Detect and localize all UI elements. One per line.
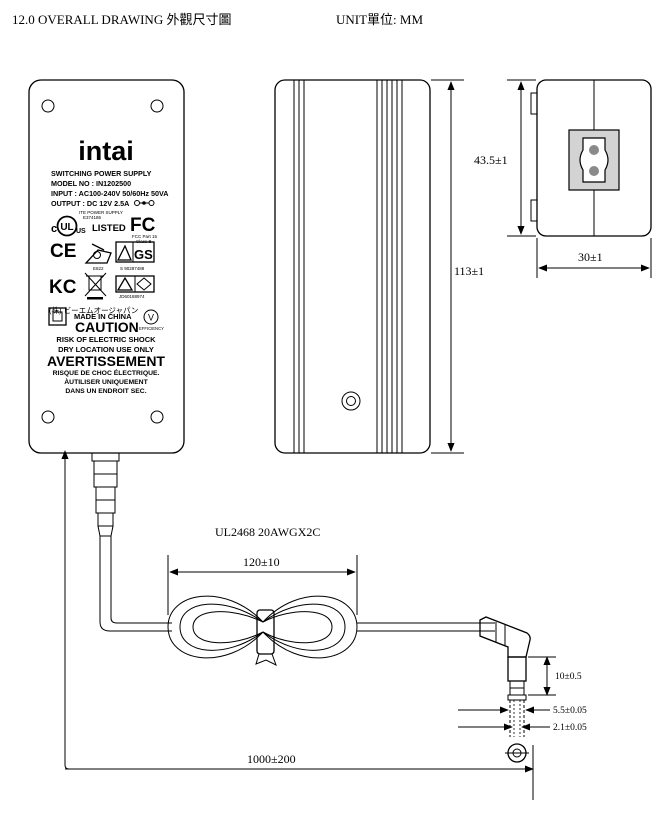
caution-heading: CAUTION <box>75 319 139 335</box>
coil-dim: 120±10 <box>243 555 280 569</box>
efficiency-label: EFFICIENCY <box>139 326 164 331</box>
efficiency-icon: V <box>143 309 159 325</box>
risk-text-1: RISK OF ELECTRIC SHOCK <box>56 335 156 344</box>
plug-od-dim: 5.5±0.05 <box>553 706 587 716</box>
cable-coil <box>167 595 358 667</box>
kc-mark: KC <box>49 277 77 298</box>
dc-cable <box>99 536 495 667</box>
ul-listed: LISTED <box>92 223 126 234</box>
fcc-mark: FC <box>130 215 156 236</box>
jp-code: JD60188974 <box>119 294 145 299</box>
height-dim: 43.5±1 <box>474 153 508 167</box>
brand-logo: intai <box>78 136 134 166</box>
fcc-text: FCC Part 15 <box>132 234 158 239</box>
ul-us: US <box>76 228 86 235</box>
drawing-title: 12.0 OVERALL DRAWING 外觀尺寸圖 <box>12 12 231 27</box>
made-in-china: MADE IN CHINA <box>74 312 132 321</box>
ul-c: c <box>51 223 57 235</box>
plug-id-dim: 2.1±0.05 <box>553 723 587 733</box>
adapter-side-view <box>530 79 652 237</box>
label-line-output: OUTPUT : DC 12V 2.5A <box>51 199 129 208</box>
ul-small-text: ITE POWER SUPPLY <box>79 210 123 215</box>
gs-mark-icon: GS <box>115 241 155 263</box>
weee-bin-icon <box>84 272 107 300</box>
fr-text-2: ÀUTILISER UNIQUEMENT <box>64 377 148 386</box>
cable-length-dim: 1000±200 <box>247 752 296 766</box>
ul-small-text2: E374186 <box>83 215 102 220</box>
label-line-model: MODEL NO : IN1202500 <box>51 179 131 188</box>
fr-text-1: RISQUE DE CHOC ÉLECTRIQUE. <box>53 368 160 377</box>
e-code: E822 <box>93 266 104 271</box>
ac-inlet-icon <box>568 129 620 191</box>
label-line-input: INPUT : AC100-240V 50/60Hz 50VA <box>51 189 168 198</box>
gs-code: S 90287488 <box>120 266 145 271</box>
adapter-top-view <box>274 79 431 454</box>
strain-relief <box>91 452 120 537</box>
e-mark-icon <box>84 243 112 264</box>
polarity-icon <box>134 200 155 206</box>
ul-listed-icon: UL <box>56 215 78 237</box>
risk-text-2: DRY LOCATION USE ONLY <box>58 345 154 354</box>
plug-length-dim: 10±0.5 <box>555 672 582 682</box>
pse-mark-icon <box>115 275 155 293</box>
cable-spec: UL2468 20AWGX2C <box>215 525 320 539</box>
width-dim: 30±1 <box>578 250 603 264</box>
gs-mark: GS <box>134 247 153 262</box>
unit-label: UNIT單位: MM <box>336 12 423 27</box>
label-line-product: SWITCHING POWER SUPPLY <box>51 169 152 178</box>
double-insulation-icon <box>48 307 67 326</box>
ul-mark: UL <box>60 222 73 233</box>
length-dim: 113±1 <box>454 264 484 278</box>
fr-text-3: DANS UN ENDROIT SEC. <box>65 388 146 395</box>
avertissement-heading: AVERTISSEMENT <box>47 353 165 369</box>
efficiency-mark: V <box>148 313 154 323</box>
adapter-front-view: intai SWITCHING POWER SUPPLY MODEL NO : … <box>28 79 185 454</box>
ce-mark: CE <box>50 241 76 262</box>
dc-plug <box>479 616 531 763</box>
jp-text: (株) ビーエムオージャパン <box>49 305 138 315</box>
